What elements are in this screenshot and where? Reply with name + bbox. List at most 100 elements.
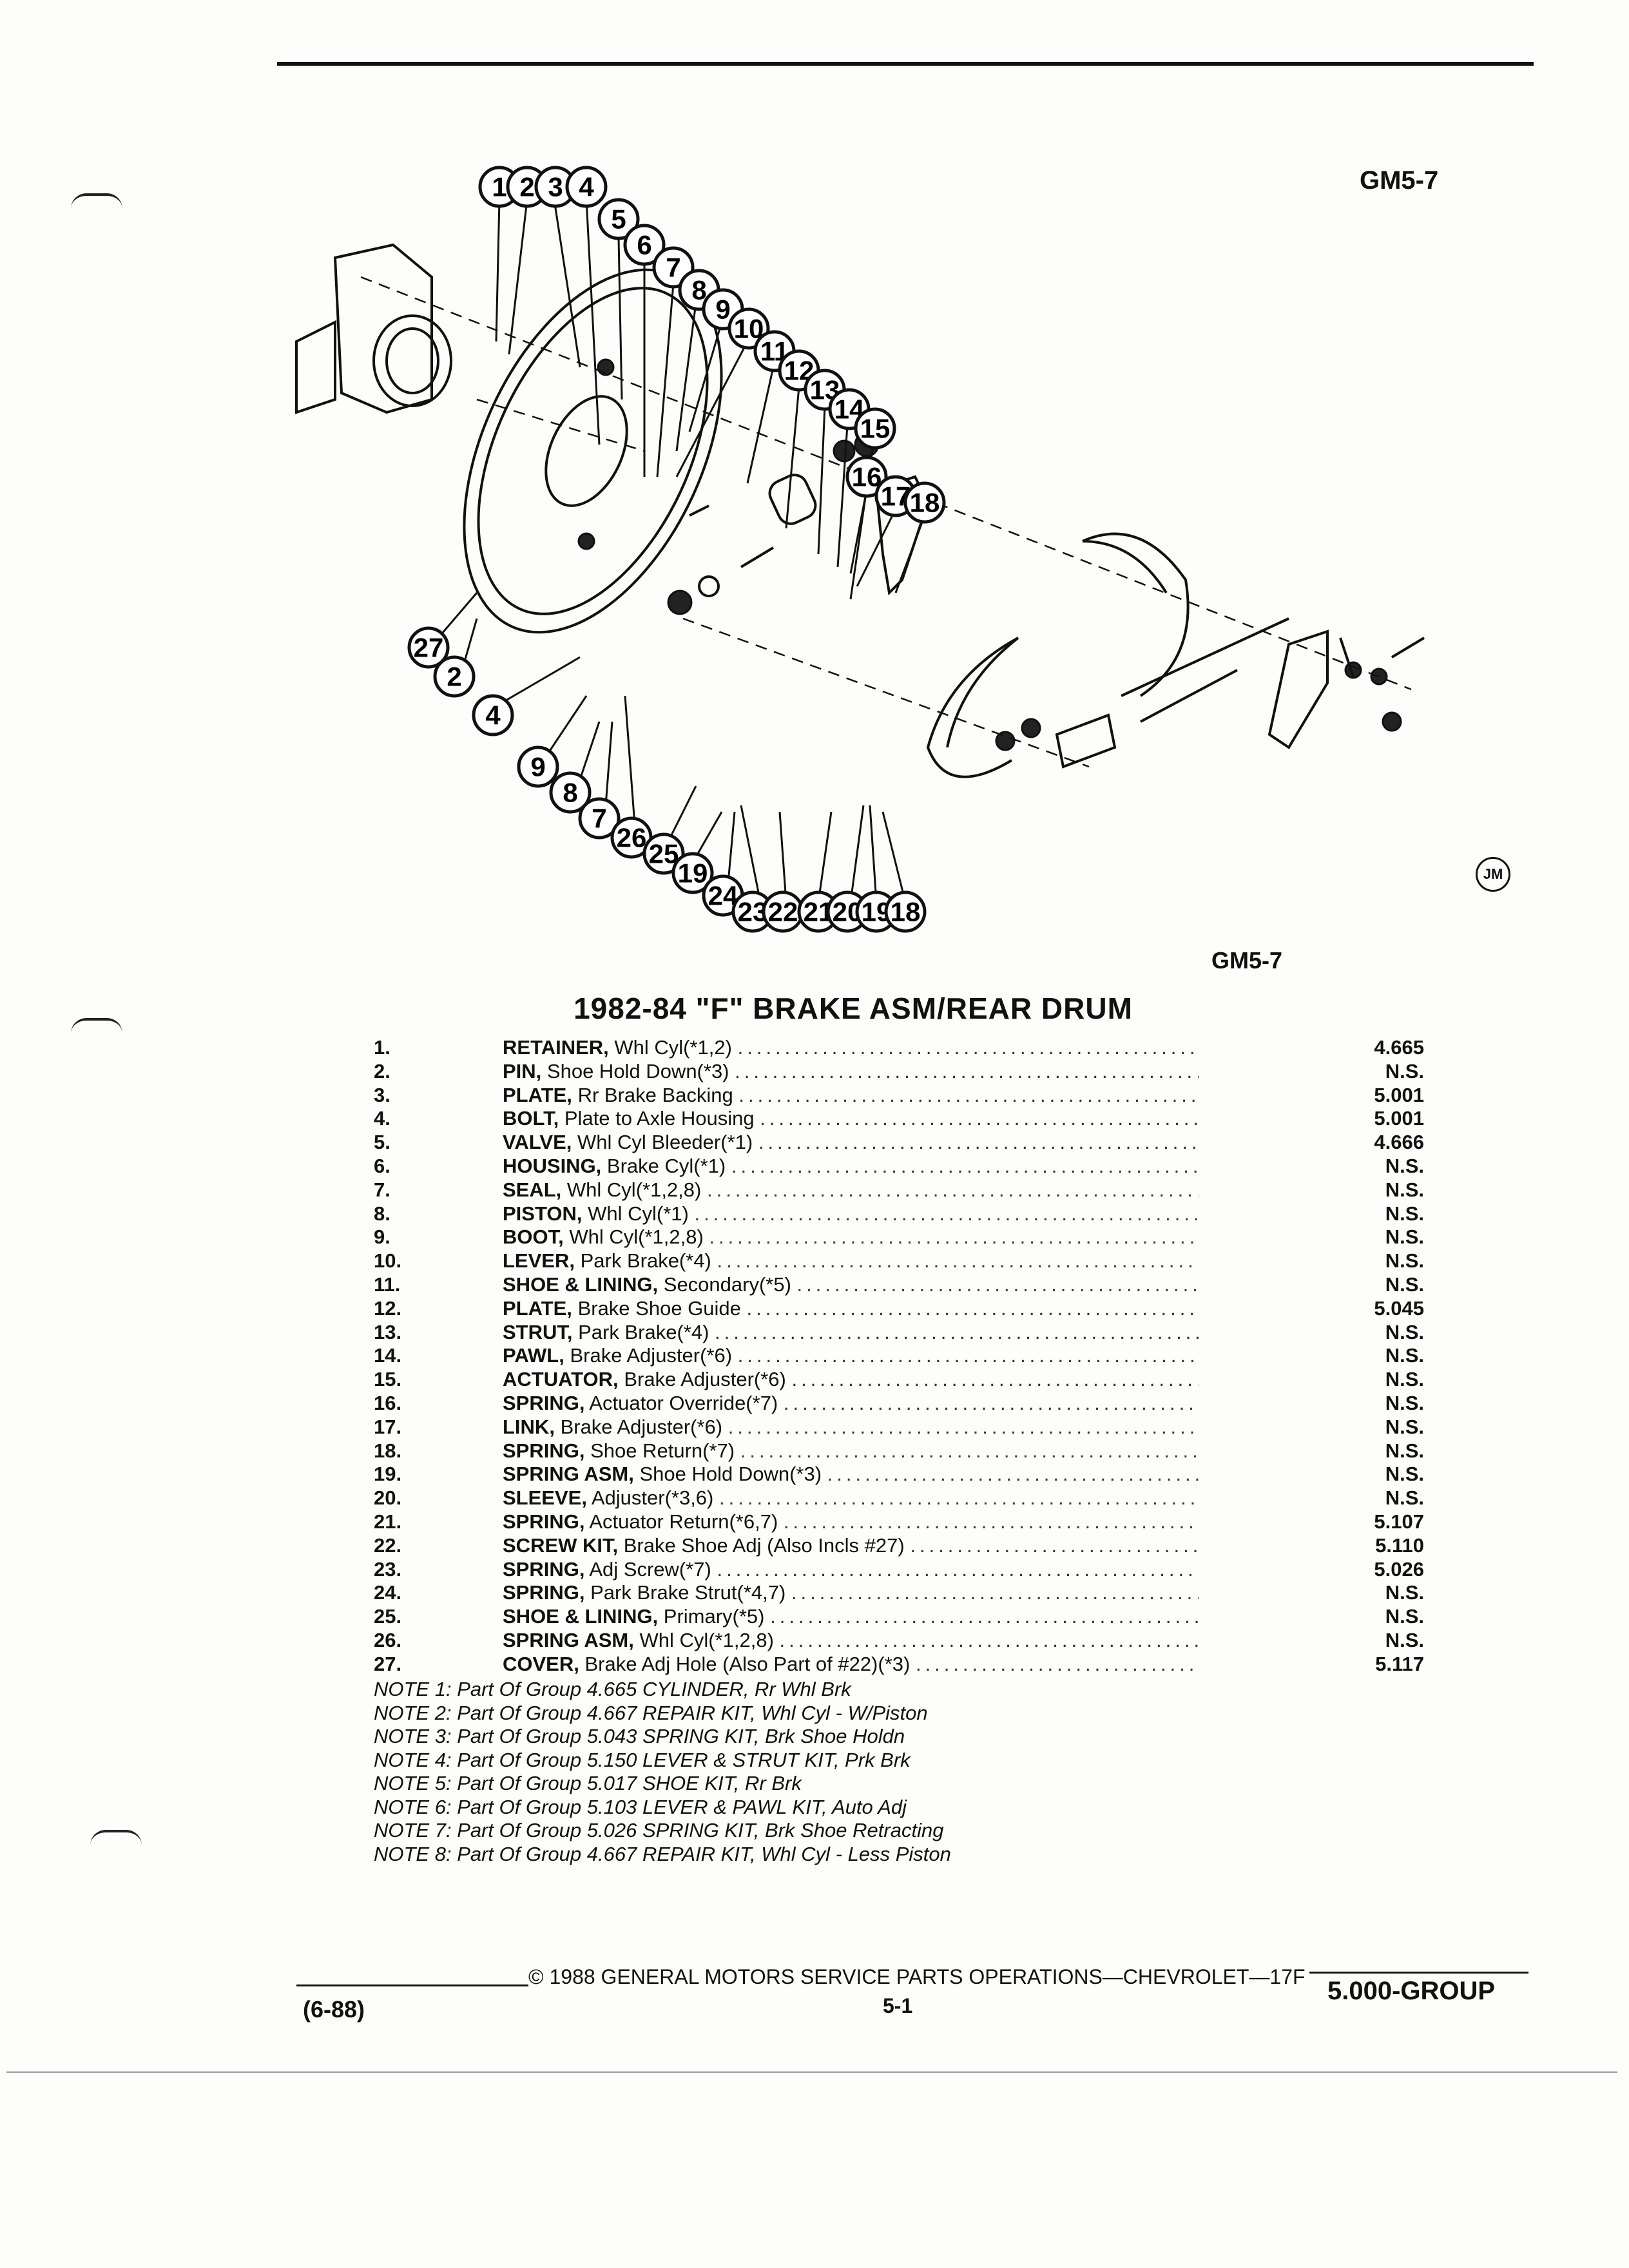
footer-page-number: 5-1 bbox=[883, 1994, 913, 2017]
part-number: 5. bbox=[374, 1131, 390, 1154]
part-number: 11. bbox=[374, 1273, 401, 1296]
callout-26: 26 bbox=[610, 816, 653, 859]
part-row: 4.BOLT, Plate to Axle Housing ..........… bbox=[374, 1107, 1469, 1131]
part-detail: Whl Cyl(*1,2,8) bbox=[566, 1178, 702, 1201]
svg-text:1: 1 bbox=[492, 172, 506, 202]
footer-date: (6-88) bbox=[303, 1996, 365, 2023]
part-name: VALVE, bbox=[503, 1131, 572, 1154]
part-description: SPRING, Actuator Return(*6,7) ..........… bbox=[503, 1510, 1199, 1534]
part-detail: Park Brake(*4) bbox=[580, 1249, 711, 1273]
part-description: LEVER, Park Brake(*4) ..................… bbox=[503, 1249, 1199, 1273]
part-description: HOUSING, Brake Cyl(*1) .................… bbox=[503, 1155, 1199, 1178]
callout-2-lower: 2 bbox=[433, 655, 476, 698]
part-detail: Actuator Return(*6,7) bbox=[589, 1510, 778, 1533]
svg-text:3: 3 bbox=[548, 172, 563, 202]
callout-22: 22 bbox=[762, 890, 804, 933]
figure-code-bottom: GM5-7 bbox=[1211, 947, 1283, 974]
svg-text:22: 22 bbox=[768, 897, 798, 927]
part-description: SPRING, Adj Screw(*7) ..................… bbox=[503, 1558, 1199, 1582]
part-row: 3.PLATE, Rr Brake Backing ..............… bbox=[374, 1084, 1469, 1108]
leader-dots: ........................................… bbox=[719, 1486, 1199, 1510]
parts-list: 1.RETAINER, Whl Cyl(*1,2) ..............… bbox=[374, 1036, 1469, 1677]
part-row: 7.SEAL, Whl Cyl(*1,2,8) ................… bbox=[374, 1178, 1469, 1202]
part-name: LINK, bbox=[503, 1415, 555, 1438]
part-description: PAWL, Brake Adjuster(*6) ...............… bbox=[503, 1344, 1199, 1368]
svg-text:27: 27 bbox=[414, 633, 444, 663]
leader-dots: ........................................… bbox=[740, 1439, 1199, 1462]
svg-text:9: 9 bbox=[715, 294, 730, 325]
part-group-code: N.S. bbox=[1385, 1628, 1424, 1651]
part-row: 23.SPRING, Adj Screw(*7) ...............… bbox=[374, 1558, 1469, 1582]
part-detail: Primary(*5) bbox=[663, 1605, 765, 1628]
notes-list: NOTE 1: Part Of Group 4.665 CYLINDER, Rr… bbox=[374, 1678, 1340, 1866]
leader-dots: ........................................… bbox=[760, 1107, 1199, 1130]
svg-text:18: 18 bbox=[891, 897, 921, 927]
svg-text:16: 16 bbox=[852, 462, 882, 492]
part-group-code: 5.001 bbox=[1374, 1083, 1424, 1106]
part-name: PIN, bbox=[503, 1059, 542, 1082]
leader-dots: ........................................… bbox=[746, 1296, 1199, 1320]
part-description: ACTUATOR, Brake Adjuster(*6) ...........… bbox=[503, 1368, 1199, 1392]
part-group-code: N.S. bbox=[1385, 1486, 1424, 1510]
svg-text:25: 25 bbox=[649, 839, 679, 869]
part-group-code: 4.665 bbox=[1374, 1036, 1424, 1059]
part-group-code: N.S. bbox=[1385, 1439, 1424, 1462]
part-name: SPRING, bbox=[503, 1391, 585, 1414]
footer-rule-right bbox=[1309, 1972, 1528, 1974]
part-group-code: 5.110 bbox=[1375, 1533, 1424, 1557]
part-number: 22. bbox=[374, 1533, 402, 1557]
part-row: 20.SLEEVE, Adjuster(*3,6) ..............… bbox=[374, 1486, 1469, 1510]
note-line: NOTE 4: Part Of Group 5.150 LEVER & STRU… bbox=[374, 1748, 911, 1771]
part-name: ACTUATOR, bbox=[503, 1368, 619, 1391]
part-description: COVER, Brake Adj Hole (Also Part of #22)… bbox=[503, 1653, 1199, 1677]
footer-copyright: © 1988 GENERAL MOTORS SERVICE PARTS OPER… bbox=[528, 1965, 1306, 1988]
part-detail: Whl Cyl(*1,2,8) bbox=[569, 1225, 704, 1249]
part-detail: Actuator Override(*7) bbox=[589, 1391, 778, 1414]
callout-8-lower: 8 bbox=[549, 771, 592, 814]
part-name: SHOE & LINING, bbox=[503, 1605, 659, 1628]
margin-mark bbox=[71, 1018, 122, 1033]
svg-text:2: 2 bbox=[447, 662, 461, 692]
part-detail: Park Brake(*4) bbox=[578, 1320, 709, 1343]
part-description: RETAINER, Whl Cyl(*1,2) ................… bbox=[503, 1036, 1199, 1060]
part-detail: Brake Shoe Adj (Also Incls #27) bbox=[623, 1533, 905, 1557]
part-number: 6. bbox=[374, 1154, 390, 1177]
note-line: NOTE 5: Part Of Group 5.017 SHOE KIT, Rr… bbox=[374, 1772, 802, 1794]
part-row: 12.PLATE, Brake Shoe Guide .............… bbox=[374, 1297, 1469, 1321]
part-group-code: 5.117 bbox=[1375, 1652, 1424, 1675]
part-number: 15. bbox=[374, 1368, 402, 1391]
part-description: SHOE & LINING, Secondary(*5) ...........… bbox=[503, 1273, 1199, 1297]
part-detail: Plate to Axle Housing bbox=[564, 1107, 755, 1130]
part-number: 27. bbox=[374, 1652, 402, 1675]
part-group-code: 5.026 bbox=[1374, 1557, 1424, 1581]
part-detail: Rr Brake Backing bbox=[577, 1083, 733, 1106]
part-group-code: 4.666 bbox=[1374, 1131, 1424, 1154]
part-description: VALVE, Whl Cyl Bleeder(*1) .............… bbox=[503, 1131, 1199, 1155]
part-name: RETAINER, bbox=[503, 1036, 609, 1059]
part-name: PISTON, bbox=[503, 1202, 583, 1225]
callout-6: 6 bbox=[623, 224, 666, 266]
part-name: SPRING, bbox=[503, 1439, 585, 1462]
leader-dots: ........................................… bbox=[915, 1652, 1199, 1675]
leader-dots: ........................................… bbox=[779, 1628, 1199, 1651]
part-number: 3. bbox=[374, 1083, 390, 1106]
bottom-rule bbox=[6, 2071, 1617, 2073]
page-title: 1982-84 "F" BRAKE ASM/REAR DRUM bbox=[0, 991, 1629, 1026]
leader-dots: ........................................… bbox=[728, 1415, 1199, 1438]
svg-text:8: 8 bbox=[563, 778, 577, 808]
part-detail: Park Brake Strut(*4,7) bbox=[590, 1581, 786, 1604]
part-detail: Adj Screw(*7) bbox=[589, 1557, 711, 1581]
part-number: 9. bbox=[374, 1225, 390, 1249]
callout-3: 3 bbox=[534, 166, 577, 208]
part-row: 15. ACTUATOR, Brake Adjuster(*6) ........… bbox=[374, 1368, 1469, 1392]
callout-25: 25 bbox=[642, 832, 685, 875]
part-group-code: N.S. bbox=[1385, 1581, 1424, 1604]
part-number: 8. bbox=[374, 1202, 390, 1225]
part-number: 10. bbox=[374, 1249, 402, 1273]
leader-dots: ........................................… bbox=[717, 1557, 1199, 1581]
part-row: 9.BOOT, Whl Cyl(*1,2,8) ................… bbox=[374, 1225, 1469, 1249]
part-detail: Whl Cyl(*1,2,8) bbox=[639, 1628, 774, 1651]
part-row: 24.SPRING, Park Brake Strut(*4,7) ......… bbox=[374, 1581, 1469, 1605]
leader-dots: ........................................… bbox=[791, 1368, 1199, 1391]
leader-dots: ........................................… bbox=[791, 1581, 1199, 1604]
